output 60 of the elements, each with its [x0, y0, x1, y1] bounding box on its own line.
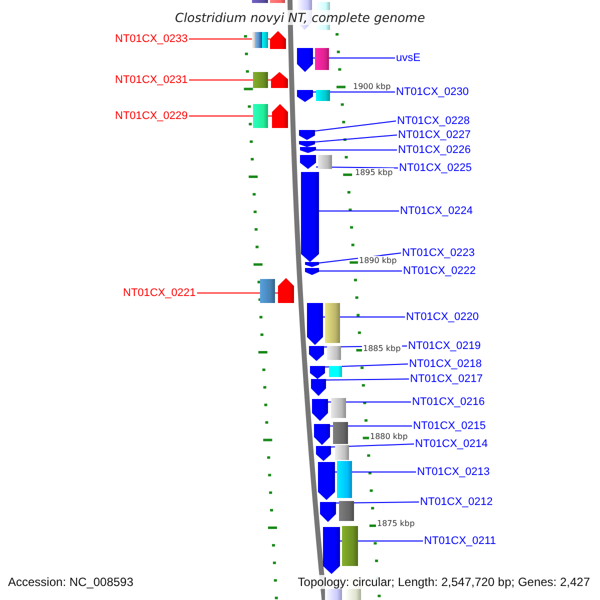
leader-line	[196, 292, 278, 294]
scale-label: 1890 kbp	[358, 256, 398, 265]
gene-label: NT01CX_0219	[408, 340, 481, 352]
gene-block	[323, 527, 340, 574]
gene-label: NT01CX_0226	[398, 144, 471, 156]
gene-label: NT01CX_0227	[398, 129, 471, 141]
scale-label: 1900 kbp	[352, 82, 392, 91]
gene-label: NT01CX_0214	[415, 438, 488, 450]
gene-block	[300, 155, 316, 169]
leader-line	[324, 364, 408, 368]
gene-label: NT01CX_0212	[420, 496, 493, 508]
gene-label: NT01CX_0223	[402, 247, 475, 259]
leader-line	[326, 378, 410, 380]
gene-label: uvsE	[396, 52, 420, 64]
leader-line	[316, 166, 398, 168]
leader-line	[318, 210, 400, 212]
gene-label: NT01CX_0220	[406, 311, 479, 323]
gene-label: NT01CX_0215	[413, 420, 486, 432]
scale-label: 1895 kbp	[354, 168, 394, 177]
gene-block	[297, 48, 313, 72]
gene-label: NT01CX_0222	[403, 265, 476, 277]
gene-label: NT01CX_0233	[115, 33, 188, 45]
gene-label: NT01CX_0216	[412, 396, 485, 408]
accession-text: Accession: NC_008593	[8, 575, 134, 589]
gene-label: NT01CX_0218	[409, 358, 482, 370]
leader-line	[314, 120, 396, 132]
leader-line	[314, 134, 398, 142]
leader-line	[336, 502, 420, 504]
genome-info-text: Topology: circular; Length: 2,547,720 bp; Genes: 2,427	[298, 575, 590, 589]
leader-line	[330, 444, 414, 448]
gene-block	[297, 90, 313, 102]
gene-label: NT01CX_0225	[399, 162, 472, 174]
gene-label: NT01CX_0211	[424, 535, 496, 547]
scale-label: 1880 kbp	[369, 432, 409, 441]
gene-block	[320, 502, 336, 522]
gene-block	[311, 379, 326, 396]
gene-label: NT01CX_0221	[123, 287, 196, 299]
diagram-title: Clostridium novyi NT, complete genome	[172, 10, 428, 25]
leader-line	[318, 270, 402, 272]
gene-label: NT01CX_0213	[417, 466, 490, 478]
gene-label: NT01CX_0217	[410, 373, 483, 385]
gene-label: NT01CX_0228	[397, 115, 470, 127]
gene-block	[300, 147, 316, 153]
gene-label: NT01CX_0230	[396, 86, 469, 98]
scale-label: 1875 kbp	[376, 519, 416, 528]
gene-block	[299, 141, 315, 147]
gene-block	[312, 399, 328, 421]
gene-block	[271, 72, 288, 88]
gene-block	[310, 366, 325, 379]
gene-block	[305, 268, 319, 275]
scale-label: 1885 kbp	[362, 344, 402, 353]
gene-label: NT01CX_0231	[115, 74, 188, 86]
gene-block	[278, 278, 294, 303]
gene-block	[272, 104, 288, 128]
leader-line	[188, 38, 270, 40]
gene-block	[314, 424, 330, 445]
gene-label: NT01CX_0224	[400, 205, 473, 217]
gene-block	[270, 31, 286, 49]
gene-label: NT01CX_0229	[115, 110, 188, 122]
gene-block	[299, 130, 315, 140]
